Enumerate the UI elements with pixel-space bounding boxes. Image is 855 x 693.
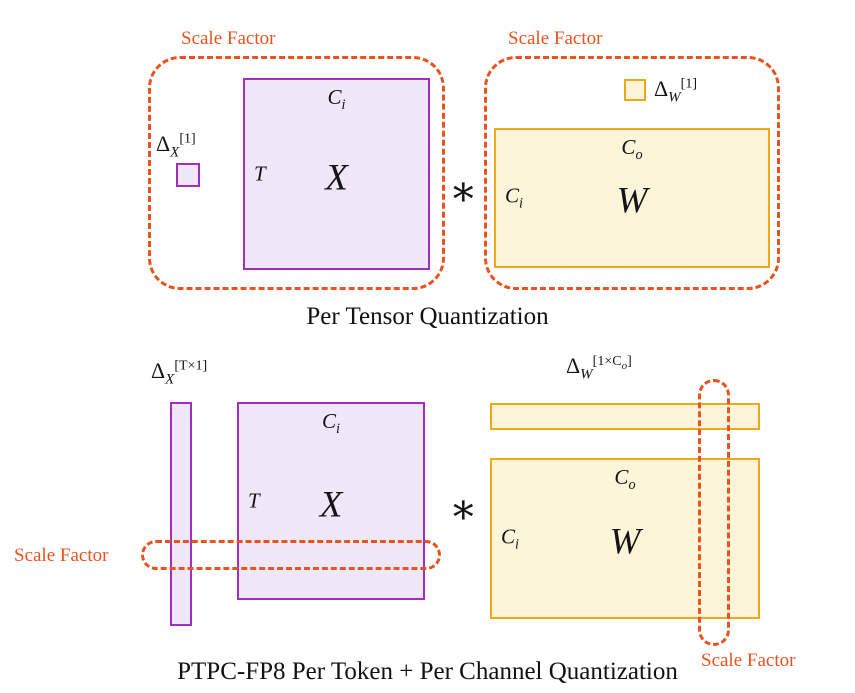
multiply-operator-top: ∗ (449, 166, 478, 215)
x-matrix-name: X (325, 157, 348, 199)
x-matrix-rows-label: T (248, 488, 260, 513)
per-channel-scale-boundary (698, 379, 730, 646)
delta-w-tensor-label: ΔW[1] (654, 76, 697, 106)
scale-factor-label-top-left: Scale Factor (181, 28, 276, 49)
scale-factor-label-bottom-right: Scale Factor (701, 650, 796, 671)
per-tensor-x-boundary (148, 56, 445, 290)
delta-symbol: Δ (566, 353, 581, 378)
x-matrix-tensor: Ci T X (243, 78, 430, 270)
per-channel-scale-vector (490, 403, 760, 430)
delta-x-token-label: ΔX[T×1] (151, 358, 208, 388)
delta-symbol: Δ (654, 76, 669, 101)
delta-symbol: Δ (151, 358, 166, 383)
multiply-operator-bottom: ∗ (449, 484, 478, 533)
w-matrix-name: W (609, 521, 641, 563)
x-matrix-cols-label: Ci (322, 409, 340, 438)
per-token-scale-boundary (141, 540, 441, 570)
x-matrix-name: X (319, 484, 343, 526)
per-tensor-w-boundary (484, 56, 780, 290)
delta-x-tensor-label: ΔX[1] (156, 131, 196, 161)
delta-symbol: Δ (156, 131, 171, 156)
scale-factor-label-bottom-left: Scale Factor (14, 545, 109, 566)
x-matrix-token: Ci T X (237, 402, 425, 600)
w-matrix-rows-label: Ci (501, 523, 519, 553)
w-matrix-cols-label: Co (614, 465, 636, 494)
w-matrix-channel: Co Ci W (490, 458, 760, 619)
w-matrix-rows-label: Ci (505, 183, 523, 212)
w-matrix-name: W (616, 180, 648, 222)
scale-factor-label-top-right: Scale Factor (508, 28, 603, 49)
w-matrix-cols-label: Co (621, 135, 643, 164)
delta-x-swatch (176, 163, 200, 187)
delta-w-swatch (624, 79, 646, 101)
ptpc-caption: PTPC-FP8 Per Token + Per Channel Quantiz… (177, 658, 678, 685)
x-matrix-rows-label: T (254, 161, 266, 186)
x-matrix-cols-label: Ci (327, 85, 346, 114)
delta-w-channel-label: ΔW[1×Co] (566, 353, 632, 383)
per-tensor-caption: Per Tensor Quantization (306, 303, 549, 330)
per-token-scale-vector (170, 402, 192, 626)
w-matrix-tensor: Co Ci W (494, 128, 770, 268)
